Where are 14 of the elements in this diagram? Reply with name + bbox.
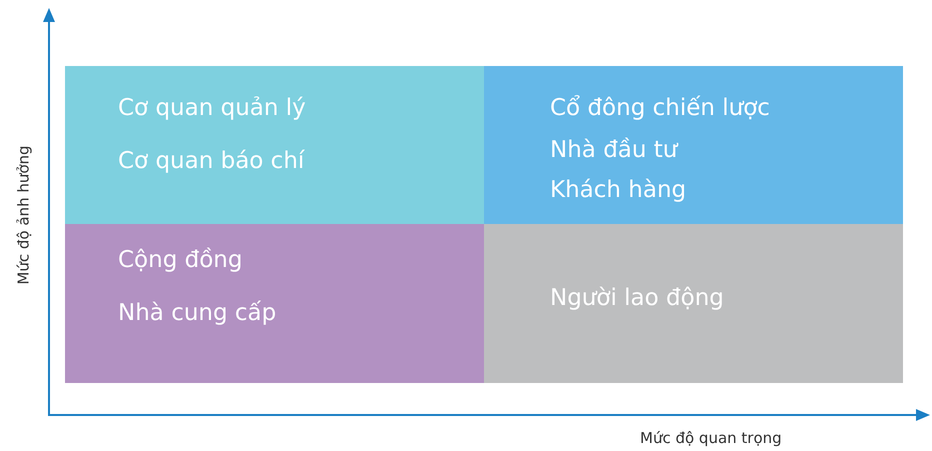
stakeholder-label: Cộng đồng [118,247,242,275]
quadrant-panel [484,66,903,224]
axis-title: Mức độ ảnh hưởng [15,145,33,285]
stakeholder-label: Nhà đầu tư [550,137,678,165]
stakeholder-label: Nhà cung cấp [118,300,276,328]
quadrant-panel [65,66,484,224]
quadrant-panel [65,224,484,383]
stakeholder-label: Cổ đông chiến lược [550,95,770,123]
stakeholder-label: Cơ quan quản lý [118,95,306,123]
stakeholder-label: Cơ quan báo chí [118,148,304,176]
stakeholder-label: Người lao động [550,285,724,313]
quadrant-panel [484,224,903,383]
axis-title: Mức độ quan trọng [640,429,782,447]
stakeholder-label: Khách hàng [550,177,686,205]
